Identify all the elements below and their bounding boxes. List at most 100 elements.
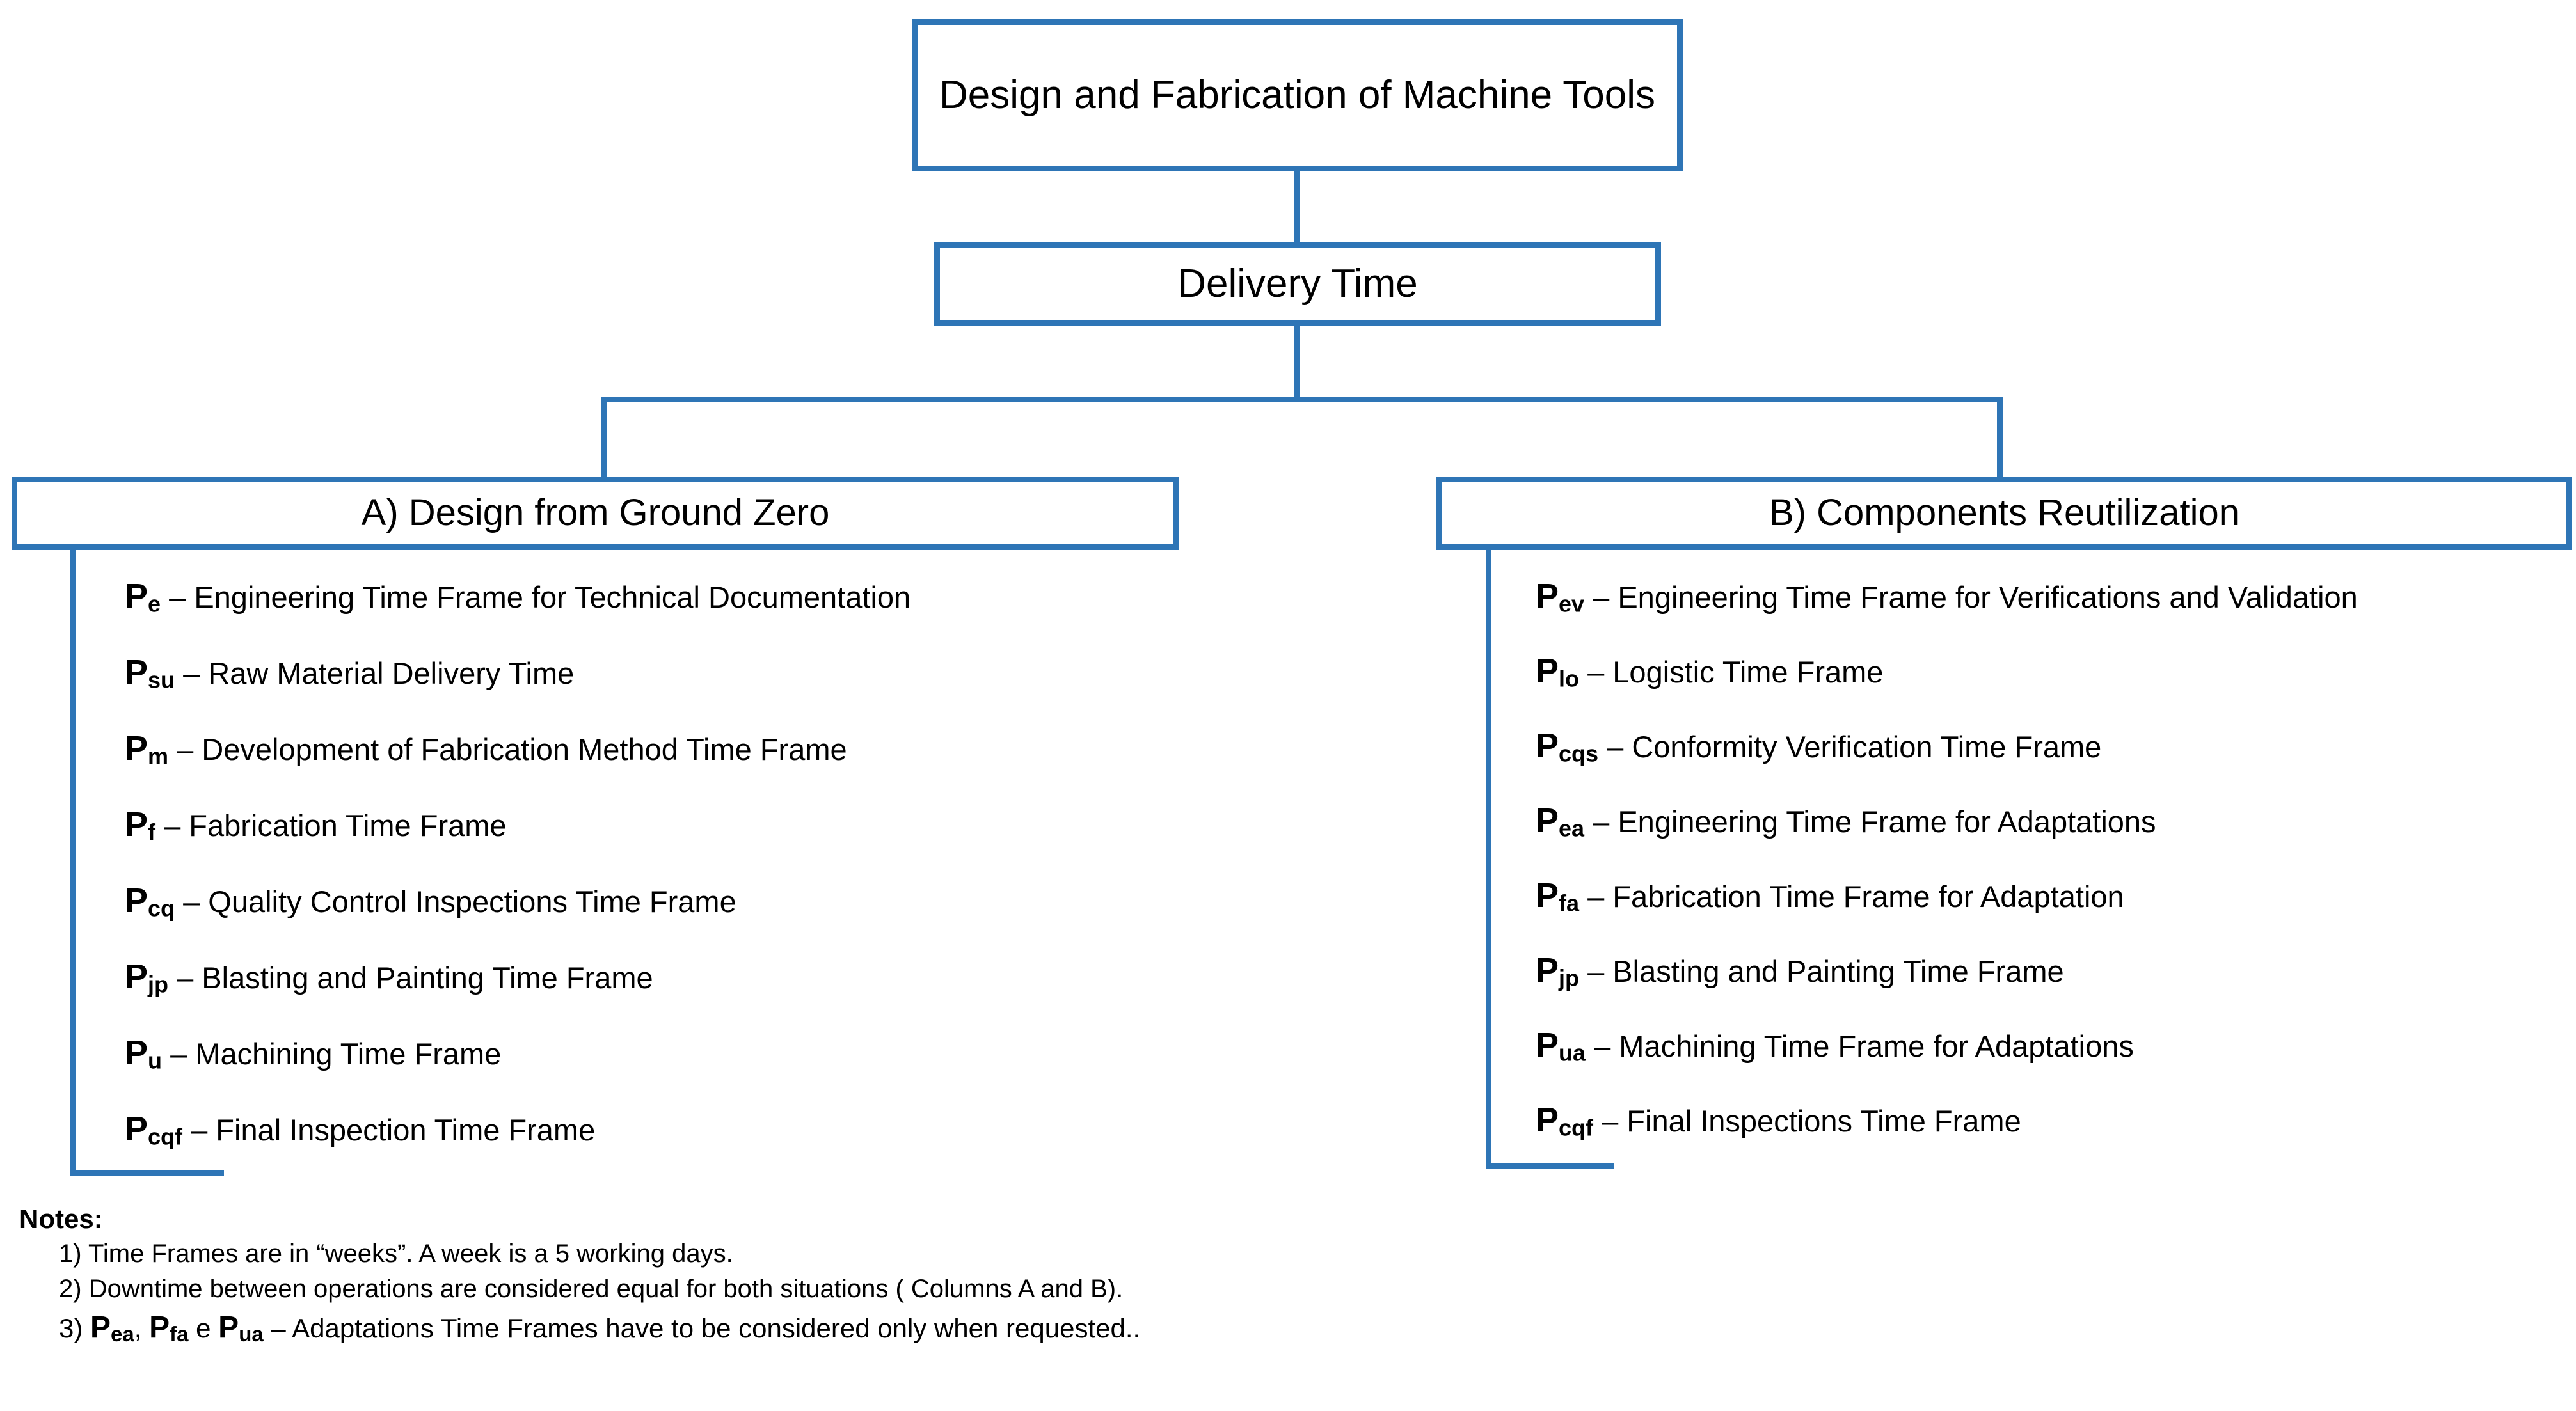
item-subscript: cq	[148, 895, 175, 922]
item-subscript: ua	[1559, 1039, 1586, 1066]
notes-section: Notes: 1) Time Frames are in “weeks”. A …	[19, 1202, 1939, 1349]
notes-title: Notes:	[19, 1204, 103, 1234]
list-item: Pcqs – Conformity Verification Time Fram…	[1536, 729, 2101, 765]
node-delivery-time-label: Delivery Time	[1177, 262, 1418, 306]
item-description: – Raw Material Delivery Time	[175, 656, 575, 690]
item-symbol: Plo	[1536, 652, 1580, 692]
note-line-symbols: 3) Pea, Pfa e Pua – Adaptations Time Fra…	[59, 1307, 1939, 1349]
item-description: – Engineering Time Frame for Adaptations	[1584, 805, 2156, 839]
item-symbol: Psu	[125, 653, 175, 693]
item-description: – Blasting and Painting Time Frame	[168, 961, 653, 995]
item-symbol: Pcq	[125, 881, 175, 922]
item-description: – Machining Time Frame	[162, 1037, 502, 1071]
item-subscript: lo	[1559, 665, 1580, 692]
bracket-branch-b-vertical	[1486, 549, 1491, 1169]
connector-drop-to-a	[601, 397, 607, 478]
item-description: – Logistic Time Frame	[1579, 655, 1884, 689]
note-number: 2)	[59, 1274, 82, 1303]
note-number: 3)	[59, 1312, 83, 1343]
item-symbol: Pjp	[125, 958, 169, 998]
item-symbol: Pua	[218, 1310, 264, 1346]
note-number: 1)	[59, 1239, 82, 1268]
item-description: – Conformity Verification Time Frame	[1598, 730, 2102, 764]
list-item: Plo – Logistic Time Frame	[1536, 654, 1883, 690]
item-symbol: Pcqf	[125, 1110, 183, 1150]
item-description: – Development of Fabrication Method Time…	[168, 732, 847, 766]
connector-drop-to-b	[1997, 397, 2003, 478]
item-symbol: Pcqf	[1536, 1101, 1594, 1141]
notes-lines: 1) Time Frames are in “weeks”. A week is…	[19, 1236, 1939, 1350]
node-root: Design and Fabrication of Machine Tools	[912, 19, 1683, 171]
list-item: Pcqf – Final Inspection Time Frame	[125, 1112, 595, 1148]
list-item: Pfa – Fabrication Time Frame for Adaptat…	[1536, 878, 2124, 915]
item-symbol: Pcqs	[1536, 727, 1599, 767]
note-line: 1) Time Frames are in “weeks”. A week is…	[59, 1236, 1939, 1272]
list-item: Pea – Engineering Time Frame for Adaptat…	[1536, 803, 2156, 840]
item-subscript: cqf	[148, 1123, 183, 1150]
list-item: Pjp – Blasting and Painting Time Frame	[125, 959, 653, 996]
note-text: Time Frames are in “weeks”. A week is a …	[88, 1239, 733, 1268]
node-branch-b-header: B) Components Reutilization	[1436, 477, 2572, 550]
item-subscript: f	[148, 819, 156, 846]
item-description: – Engineering Time Frame for Verificatio…	[1584, 580, 2358, 614]
bracket-branch-b-foot	[1486, 1163, 1614, 1169]
item-description: – Fabrication Time Frame	[155, 808, 507, 842]
item-description: – Quality Control Inspections Time Frame	[175, 885, 736, 918]
item-subscript: jp	[148, 971, 169, 998]
item-symbol: Pjp	[1536, 951, 1580, 991]
node-branch-b-label: B) Components Reutilization	[1769, 492, 2240, 534]
list-item: Pjp – Blasting and Painting Time Frame	[1536, 953, 2064, 989]
item-description: – Final Inspections Time Frame	[1593, 1104, 2021, 1138]
list-item: Pe – Engineering Time Frame for Technica…	[125, 579, 910, 615]
item-symbol: Pu	[125, 1034, 163, 1074]
item-symbol: Pf	[125, 805, 156, 846]
item-subscript: ea	[111, 1321, 134, 1346]
connector-root-to-delivery	[1294, 171, 1300, 242]
node-branch-a-header: A) Design from Ground Zero	[12, 477, 1179, 550]
item-description: – Final Inspection Time Frame	[182, 1113, 596, 1147]
item-symbol: Pe	[125, 577, 161, 617]
node-delivery-time: Delivery Time	[934, 242, 1661, 326]
note-conjunction: e	[196, 1312, 211, 1343]
item-subscript: fa	[170, 1321, 189, 1346]
item-subscript: m	[148, 743, 169, 769]
item-subscript: ua	[239, 1321, 264, 1346]
item-subscript: su	[148, 666, 175, 693]
item-description: – Machining Time Frame for Adaptations	[1586, 1029, 2134, 1063]
note-text: Downtime between operations are consider…	[88, 1274, 1124, 1303]
item-description: – Blasting and Painting Time Frame	[1579, 954, 2064, 988]
connector-delivery-stem	[1294, 326, 1300, 400]
node-root-label: Design and Fabrication of Machine Tools	[939, 73, 1655, 118]
list-item: Pev – Engineering Time Frame for Verific…	[1536, 579, 2358, 615]
item-subscript: jp	[1559, 965, 1580, 991]
list-item: Pcqf – Final Inspections Time Frame	[1536, 1103, 2021, 1139]
list-item: Psu – Raw Material Delivery Time	[125, 655, 574, 691]
bracket-branch-a-foot	[70, 1170, 224, 1176]
list-item: Pu – Machining Time Frame	[125, 1036, 501, 1072]
list-item: Pm – Development of Fabrication Method T…	[125, 731, 847, 768]
item-symbol: Pea	[1536, 801, 1585, 842]
note-line: 2) Downtime between operations are consi…	[59, 1272, 1939, 1307]
item-symbol: Pea	[90, 1310, 134, 1346]
list-item: Pcq – Quality Control Inspections Time F…	[125, 883, 736, 920]
note-text: – Adaptations Time Frames have to be con…	[263, 1312, 1141, 1343]
item-symbol: Pua	[1536, 1026, 1586, 1066]
item-subscript: e	[148, 590, 161, 617]
item-description: – Engineering Time Frame for Technical D…	[161, 580, 911, 614]
item-description: – Fabrication Time Frame for Adaptation	[1579, 879, 2124, 913]
note-comma: ,	[134, 1312, 142, 1343]
node-branch-a-label: A) Design from Ground Zero	[361, 492, 830, 534]
item-subscript: cqs	[1559, 740, 1599, 767]
list-item: Pua – Machining Time Frame for Adaptatio…	[1536, 1028, 2134, 1064]
item-subscript: cqf	[1559, 1114, 1594, 1141]
list-item: Pf – Fabrication Time Frame	[125, 807, 507, 844]
connector-split-horizontal	[601, 397, 2003, 402]
item-subscript: ea	[1559, 815, 1585, 842]
item-subscript: fa	[1559, 890, 1580, 917]
item-subscript: u	[148, 1047, 163, 1074]
item-symbol: Pev	[1536, 577, 1585, 617]
item-subscript: ev	[1559, 590, 1585, 617]
item-symbol: Pfa	[1536, 876, 1580, 917]
bracket-branch-a-vertical	[70, 549, 76, 1176]
